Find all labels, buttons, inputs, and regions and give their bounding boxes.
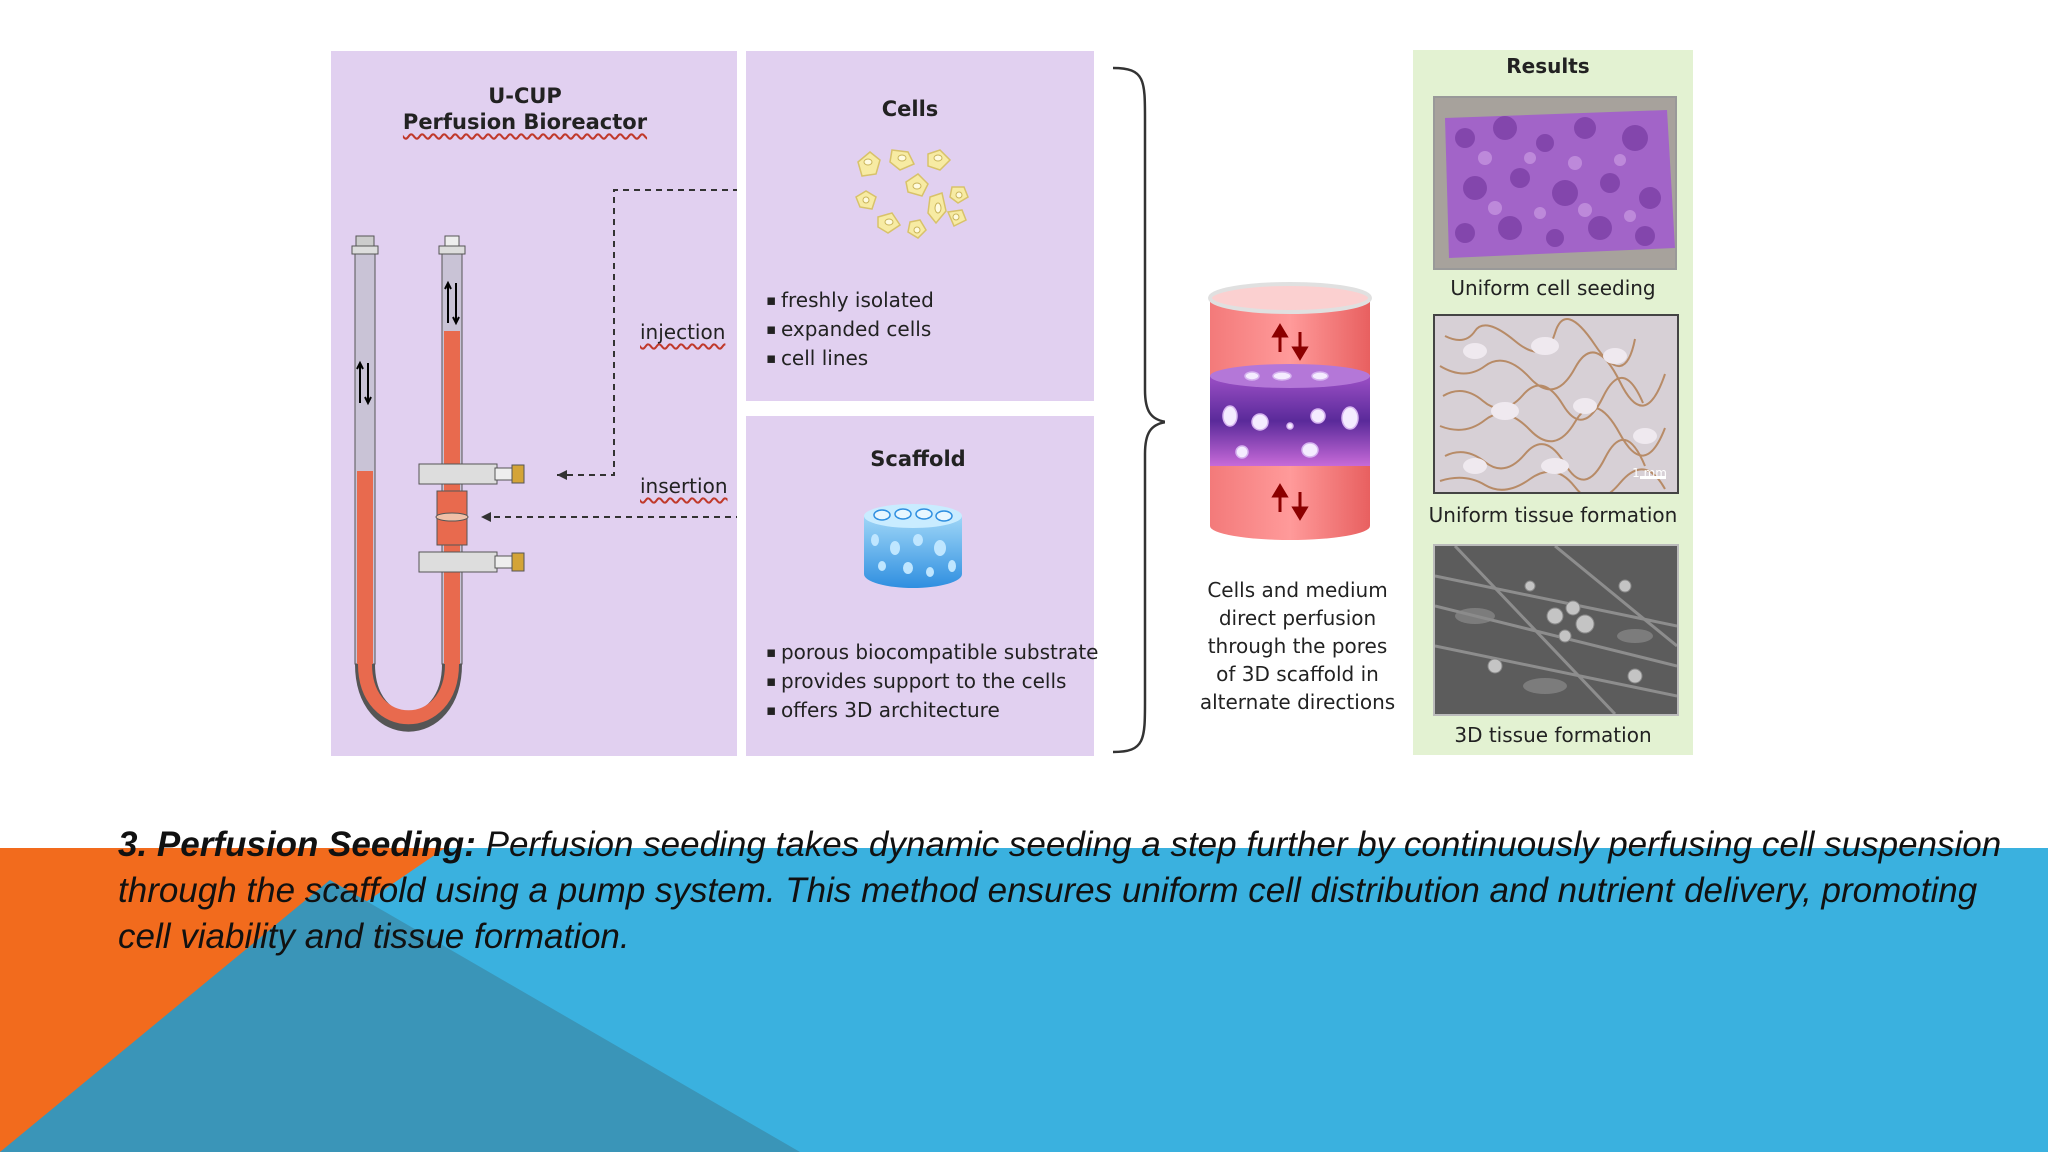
slide-caption: 3. Perfusion Seeding: Perfusion seeding … <box>118 822 2038 960</box>
3d-tissue-photo <box>1433 544 1679 716</box>
insertion-label: insertion <box>640 474 728 498</box>
scaffold-title: Scaffold <box>870 447 966 471</box>
caption-body: Perfusion seeding takes dynamic seeding … <box>118 825 2002 956</box>
scaffold-list: porous biocompatible substrate provides … <box>766 638 1099 725</box>
perfusion-caption-line: Cells and medium <box>1207 578 1388 602</box>
cells-item: cell lines <box>766 344 934 373</box>
perfusion-caption-line: of 3D scaffold in <box>1216 662 1379 686</box>
result-label: 3D tissue formation <box>1454 723 1652 747</box>
bioreactor-panel <box>331 51 737 756</box>
caption-heading: 3. Perfusion Seeding: <box>118 825 476 864</box>
scale-bar-label: 1 mm <box>1632 466 1667 480</box>
perfusion-figure: U-CUP Perfusion Bioreactor <box>0 0 2048 800</box>
result-label: Uniform cell seeding <box>1450 276 1656 300</box>
cell-seeding-photo <box>1433 96 1677 270</box>
cells-icon <box>855 149 969 239</box>
scaffold-item: provides support to the cells <box>766 667 1099 696</box>
bioreactor-title: U-CUP Perfusion Bioreactor <box>400 84 650 134</box>
perfusion-caption-line: alternate directions <box>1199 690 1396 714</box>
cells-item: expanded cells <box>766 315 934 344</box>
dark-blue-triangle <box>0 880 800 1152</box>
scaffold-item: porous biocompatible substrate <box>766 638 1099 667</box>
injection-label: injection <box>640 320 726 344</box>
bioreactor-illustration <box>351 189 737 732</box>
bioreactor-title-line1: U-CUP <box>488 84 562 108</box>
cells-list: freshly isolated expanded cells cell lin… <box>766 286 934 373</box>
scaffold-icon <box>864 504 962 588</box>
tissue-formation-photo: 1 mm <box>1433 314 1679 494</box>
results-title: Results <box>1506 54 1590 78</box>
scaffold-item: offers 3D architecture <box>766 696 1099 725</box>
result-label: Uniform tissue formation <box>1428 503 1678 527</box>
perfusion-caption-line: through the pores <box>1207 634 1388 658</box>
perfusion-caption: Cells and medium direct perfusion throug… <box>1180 576 1415 716</box>
curly-brace <box>1112 66 1165 754</box>
bioreactor-title-line2: Perfusion Bioreactor <box>402 110 648 134</box>
perfusion-cylinder <box>1208 282 1372 540</box>
perfusion-caption-line: direct perfusion <box>1218 606 1377 630</box>
cells-item: freshly isolated <box>766 286 934 315</box>
cells-title: Cells <box>881 97 939 121</box>
